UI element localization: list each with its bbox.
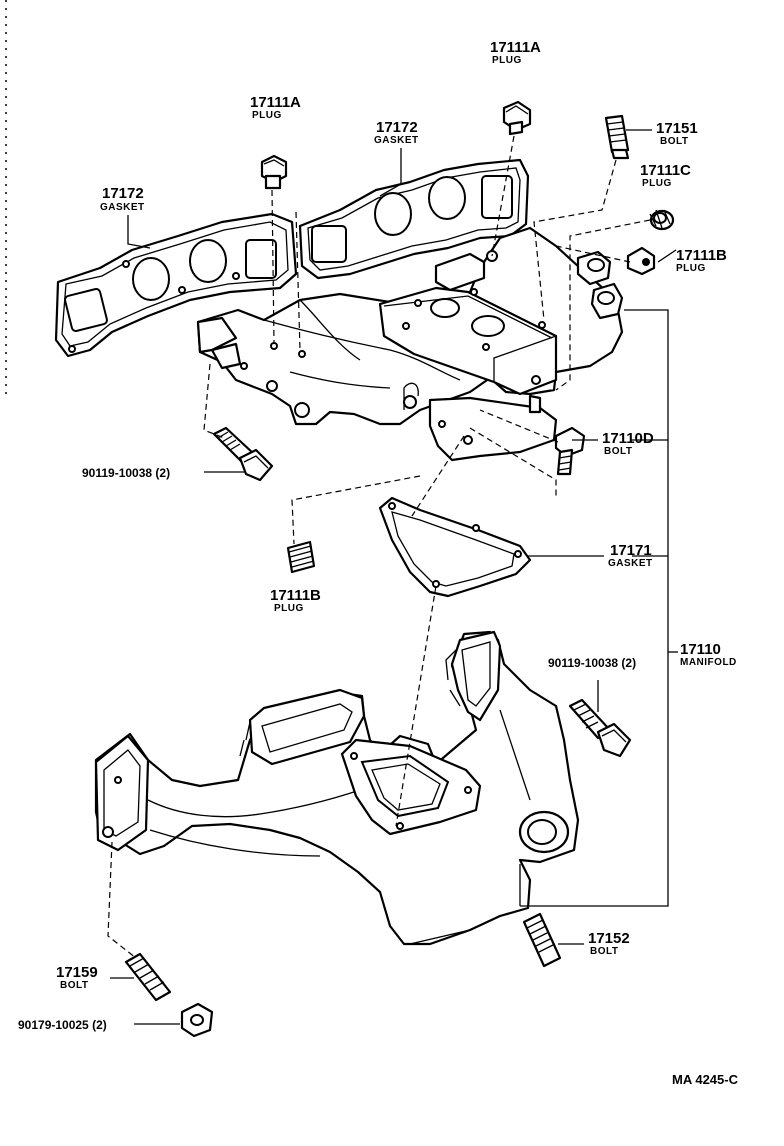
label-gasket-17172-left: 17172 GASKET [100,185,145,213]
svg-text:17110: 17110 [680,641,721,658]
label-plug-17111c: 17111C PLUG [640,162,691,189]
label-gasket-17172-center: 17172 GASKET [374,119,419,146]
label-bolt-17152: 17152 BOLT [588,930,630,957]
left-exhaust-gasket [54,212,298,358]
svg-text:17111C: 17111C [640,162,691,179]
stud-bolt-17159-icon [124,952,172,1002]
svg-text:17111B: 17111B [676,247,727,264]
label-bolt-17159: 17159 BOLT [56,964,98,991]
svg-text:MANIFOLD: MANIFOLD [680,657,737,668]
svg-text:PLUG: PLUG [274,603,304,614]
label-bolt-90119-upper: 90119-10038 (2) [82,466,170,480]
diagram-code: MA 4245-C [672,1072,739,1087]
svg-text:17159: 17159 [56,964,98,981]
plug-17111b-right-icon [626,246,656,276]
label-bolt-90119-lower: 90119-10038 (2) [548,656,636,670]
svg-text:17110D: 17110D [602,430,654,447]
stud-bolt-17151-icon [604,114,630,160]
plug-17111b-lower-icon [286,540,316,574]
intake-manifold [196,226,624,462]
svg-text:17111A: 17111A [250,94,301,111]
svg-text:PLUG: PLUG [642,178,672,189]
svg-text:BOLT: BOLT [660,136,688,147]
gasket-17171-icon [378,496,532,598]
leader-lines [110,129,678,1025]
svg-text:PLUG: PLUG [492,55,522,66]
svg-text:17171: 17171 [610,542,652,559]
svg-text:17152: 17152 [588,930,630,947]
svg-text:17111A: 17111A [490,39,541,56]
bolt-90119-upper-icon [212,426,274,482]
svg-text:GASKET: GASKET [100,202,145,213]
svg-text:90119-10038 (2): 90119-10038 (2) [548,656,636,670]
label-manifold-17110: 17110 MANIFOLD [680,641,737,668]
center-intake-gasket [298,158,530,280]
svg-text:BOLT: BOLT [590,946,618,957]
stud-bolt-17152-icon [522,912,562,968]
bolt-90119-lower-icon [568,698,632,758]
svg-text:GASKET: GASKET [608,558,653,569]
label-bolt-17151: 17151 BOLT [656,120,698,147]
svg-text:17151: 17151 [656,120,698,137]
svg-text:PLUG: PLUG [676,263,706,274]
svg-text:BOLT: BOLT [604,446,632,457]
nut-90179-icon [180,1002,214,1038]
svg-text:BOLT: BOLT [60,980,88,991]
assembly-dashed-lines [107,135,651,959]
svg-text:17172: 17172 [376,119,418,136]
plug-17111a-left-icon [260,154,288,190]
label-plug-17111a-top: 17111A PLUG [490,39,541,66]
svg-text:17111B: 17111B [270,587,321,604]
bolt-17110d-icon [554,426,586,476]
svg-text:17172: 17172 [102,185,144,202]
plug-17111a-top-icon [502,100,532,136]
label-gasket-17171: 17171 GASKET [608,542,653,569]
svg-text:90179-10025 (2): 90179-10025 (2) [18,1018,107,1032]
svg-text:GASKET: GASKET [374,135,419,146]
exhaust-manifold [94,630,580,946]
label-plug-17111a-left: 17111A PLUG [250,94,301,121]
label-plug-17111b-right: 17111B PLUG [676,247,727,274]
plug-17111c-icon [649,209,675,231]
svg-text:PLUG: PLUG [252,110,282,121]
label-plug-17111b-lower: 17111B PLUG [270,587,321,614]
svg-text:90119-10038 (2): 90119-10038 (2) [82,466,170,480]
label-nut-90179: 90179-10025 (2) [18,1018,107,1032]
label-bolt-17110d: 17110D BOLT [602,430,654,457]
